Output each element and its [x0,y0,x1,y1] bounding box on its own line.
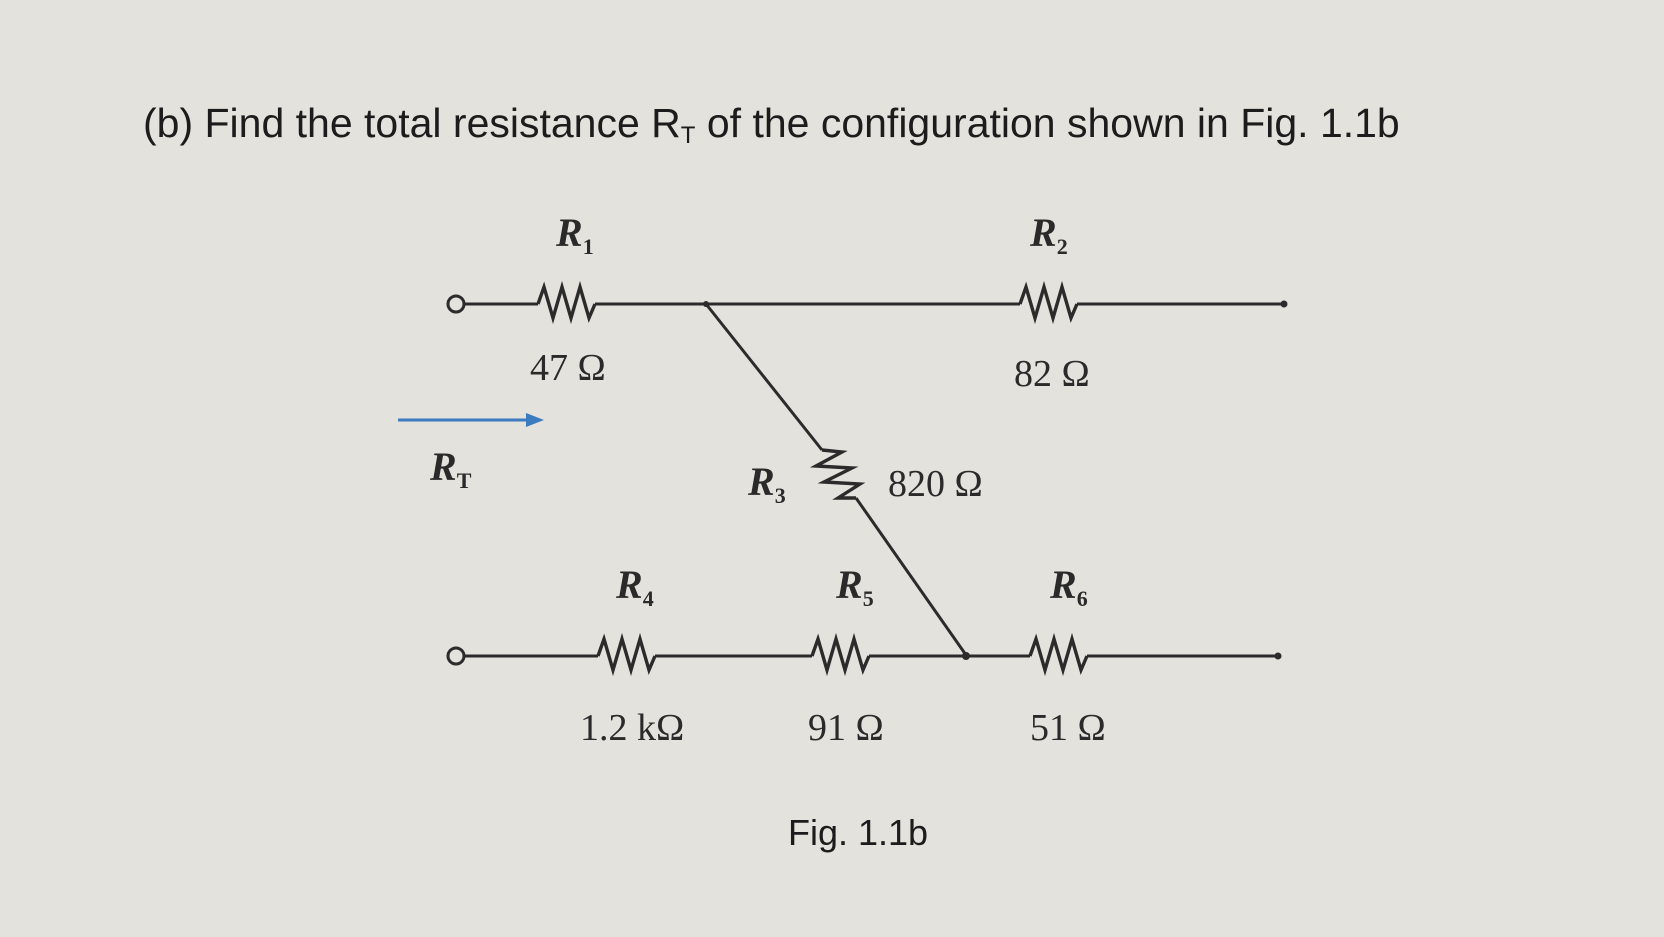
top-terminal [446,294,466,314]
r2-value: 82 Ω [1014,353,1090,395]
bottom-terminal [446,646,466,666]
r3-value: 820 Ω [888,463,983,505]
r1-label: R1 [555,210,594,259]
resistor-r2 [1018,280,1079,325]
r5-value: 91 Ω [808,707,884,749]
figure-caption: Fig. 1.1b [788,812,929,853]
r1-value: 47 Ω [530,347,606,389]
bottom-right-end [1274,652,1282,660]
rt-arrow-head [526,413,544,427]
question-lead: (b) Find the total resistance R [143,100,681,146]
resistor-r5 [810,632,871,677]
r6-value: 51 Ω [1030,707,1106,749]
r5-label: R5 [835,562,874,611]
question-tail: of the configuration shown in Fig. 1.1b [695,100,1400,146]
r4-value: 1.2 kΩ [580,707,684,749]
r4-label: R4 [615,562,654,611]
rt-label: RT [429,444,472,493]
wire-diagonal-top [704,303,824,451]
wire-diagonal-bottom [854,497,968,656]
top-right-end [1280,300,1288,308]
resistor-r3 [809,448,866,500]
bottom-node [962,652,970,660]
resistor-r6 [1028,632,1089,677]
r3-label: R3 [747,459,786,508]
question-subscript: T [680,122,696,149]
question-text: (b) Find the total resistance RT of the … [143,100,1400,150]
resistor-r4 [596,632,657,677]
resistor-r1 [536,280,597,325]
r6-label: R6 [1049,562,1088,611]
r2-label: R2 [1029,210,1068,259]
